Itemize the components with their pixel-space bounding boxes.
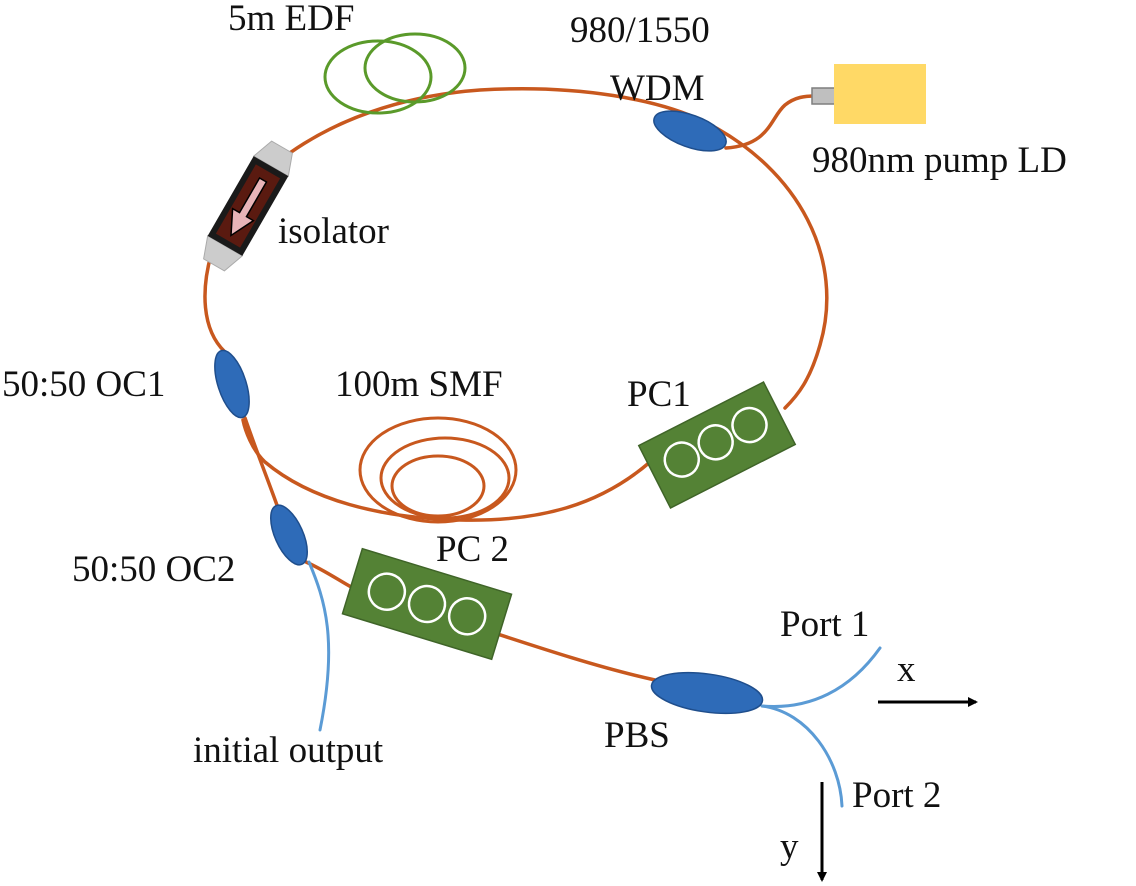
edf-coil xyxy=(323,32,467,115)
oc1-coupler xyxy=(214,349,250,419)
isolator-arrow-icon xyxy=(230,176,268,237)
pump-label: 980nm pump LD xyxy=(812,140,1067,181)
pc1-wheel-icon xyxy=(663,441,701,478)
pc2-wheel-icon xyxy=(407,584,447,624)
oc1-to-oc2-fiber xyxy=(243,416,280,510)
oc1-label: 50:50 OC1 xyxy=(2,364,165,405)
pc1-wheel-icon xyxy=(731,406,768,444)
ring-bottom-segment xyxy=(241,418,652,522)
wdm-label-line2: WDM xyxy=(610,68,705,109)
smf-label: 100m SMF xyxy=(335,364,503,405)
x-axis-label: x xyxy=(897,649,916,690)
initial-output-fiber xyxy=(307,560,331,732)
pc2-controller xyxy=(341,547,513,661)
ring-right-segment xyxy=(703,120,829,410)
pc2-label: PC 2 xyxy=(436,529,509,570)
port1-label: Port 1 xyxy=(780,604,869,645)
pc1-wheel-icon xyxy=(697,424,734,461)
wdm-coupler xyxy=(653,110,727,152)
isolator-label: isolator xyxy=(278,211,389,252)
y-axis-label: y xyxy=(780,826,799,867)
pbs-coupler xyxy=(650,671,764,715)
oc2-label: 50:50 OC2 xyxy=(72,549,235,590)
pc2-wheel-icon xyxy=(447,597,487,636)
oc2-coupler xyxy=(270,504,308,566)
edf-label: 5m EDF xyxy=(228,0,354,39)
wdm-label-line1: 980/1550 xyxy=(570,10,710,51)
pump-laser-diode xyxy=(811,64,926,124)
pc1-controller xyxy=(637,381,797,509)
pc1-label: PC1 xyxy=(627,374,691,415)
pbs-label: PBS xyxy=(604,715,670,756)
initial-output-label: initial output xyxy=(193,730,384,771)
port2-fiber xyxy=(760,704,844,808)
isolator xyxy=(203,140,293,272)
pc2-wheel-icon xyxy=(367,572,407,611)
port2-label: Port 2 xyxy=(852,775,941,816)
smf-coil xyxy=(358,416,518,524)
port1-fiber xyxy=(760,646,882,708)
pump-fiber xyxy=(724,94,817,150)
